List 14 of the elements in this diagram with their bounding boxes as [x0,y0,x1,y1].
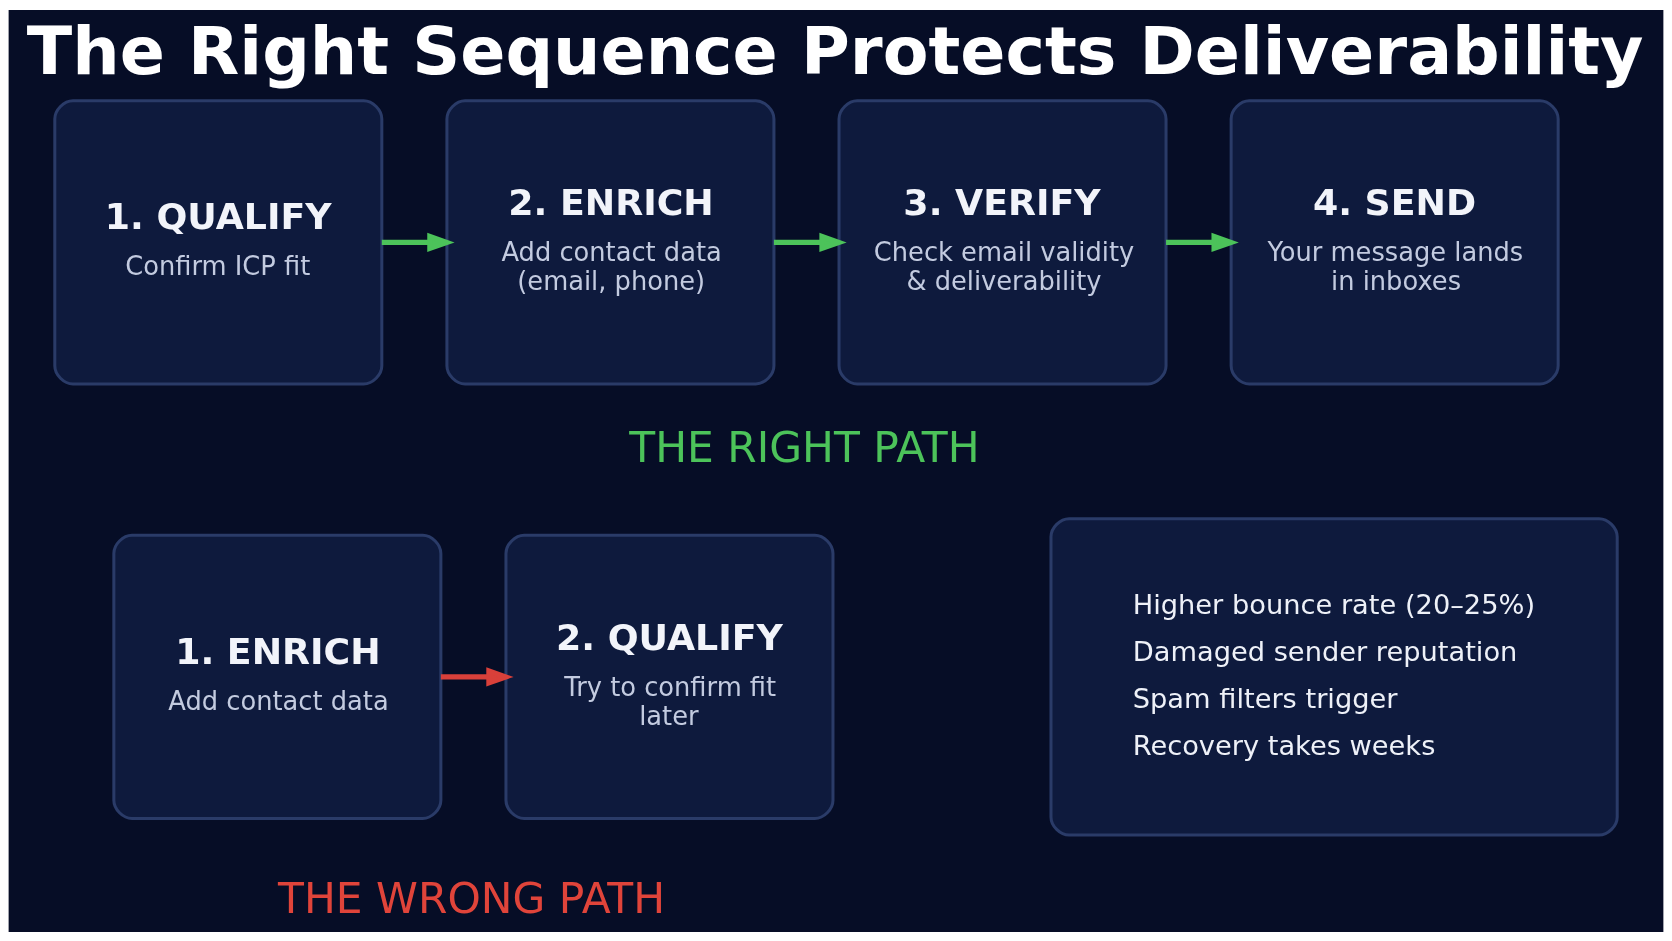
node-box: Higher bounce rate (20–25%) Damaged sender reputation Spam filters trigger Recovery takes weeks [1049,516,1619,837]
node-box: 2. ENRICH Add contact data (email, phone) [445,98,776,385]
node-box: 4. SEND Your message lands in inboxes [1229,98,1560,385]
node-box: 2. QUALIFY Try to confirm fit later [504,533,835,820]
label: THE RIGHT PATH [629,422,980,472]
diagram-title: The Right Sequence Protects Deliverability [26,11,1644,90]
arrow [381,232,455,252]
arrow [440,666,514,686]
node-box: 1. ENRICH Add contact data [112,533,443,820]
node-box: 1. QUALIFY Confirm ICP fit [53,98,384,385]
arrow [773,232,847,252]
node-box: 3. VERIFY Check email validity & deliverability [837,98,1168,385]
label: THE WRONG PATH [278,873,666,923]
arrow [1166,232,1239,252]
